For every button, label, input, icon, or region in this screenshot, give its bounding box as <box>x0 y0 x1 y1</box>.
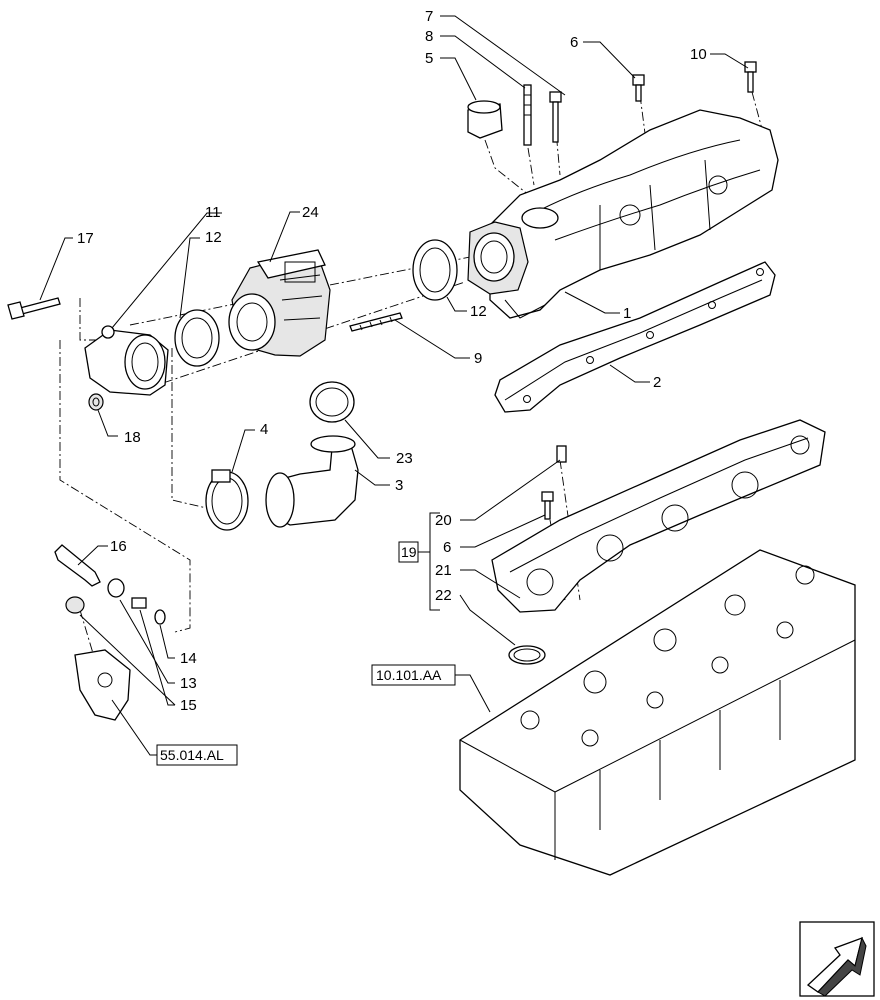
callout-12-left: 12 <box>205 229 222 246</box>
callout-17: 17 <box>77 230 94 247</box>
callout-20: 20 <box>435 512 452 529</box>
callout-11: 11 <box>205 204 221 221</box>
cylinder-head-reference[interactable]: 10.101.AA <box>371 664 456 686</box>
cylinder-head <box>459 549 856 876</box>
callout-5: 5 <box>425 50 433 67</box>
fitting-15 <box>65 596 147 614</box>
intake-hose <box>265 435 359 528</box>
lower-intake-housing <box>491 419 826 613</box>
clamp-4 <box>205 469 249 531</box>
callout-9: 9 <box>474 350 482 367</box>
group-19-box[interactable]: 19 <box>398 541 419 563</box>
callout-2: 2 <box>653 374 661 391</box>
callout-18: 18 <box>124 429 141 446</box>
manifold-gasket <box>494 261 776 413</box>
callout-22: 22 <box>435 587 452 604</box>
stud-20 <box>556 445 567 463</box>
bolt-17 <box>7 297 61 320</box>
callout-24: 24 <box>302 204 319 221</box>
group-19-label: 19 <box>401 544 417 560</box>
stud-9 <box>349 312 403 332</box>
callout-labels: 1 2 3 4 5 6 6 7 8 9 10 11 12 12 13 14 15… <box>77 8 707 714</box>
callout-1: 1 <box>623 305 631 322</box>
callout-10: 10 <box>690 46 707 63</box>
gasket-12-left <box>174 309 220 367</box>
callout-12-right: 12 <box>470 303 487 320</box>
callout-14: 14 <box>180 650 197 667</box>
fitting-14 <box>154 609 166 625</box>
fitting-13 <box>107 578 125 598</box>
cylinder-head-reference-label: 10.101.AA <box>376 667 442 683</box>
callout-15: 15 <box>180 697 197 714</box>
injection-link-reference-label: 55.014.AL <box>160 747 224 763</box>
o-ring-22 <box>508 645 546 665</box>
bolt-10 <box>744 61 757 93</box>
breather-tube-16 <box>54 544 101 587</box>
injection-pump-bracket <box>74 649 131 721</box>
next-page-arrow-icon[interactable] <box>799 921 875 997</box>
throttle-body <box>228 249 331 357</box>
bolt-7 <box>549 91 562 143</box>
callout-6-top: 6 <box>570 34 578 51</box>
callout-7: 7 <box>425 8 433 25</box>
callout-21: 21 <box>435 562 452 579</box>
nut-18 <box>88 393 104 411</box>
stud-8 <box>523 84 532 146</box>
callout-4: 4 <box>260 421 268 438</box>
sleeve-5 <box>467 100 503 139</box>
callout-13: 13 <box>180 675 197 692</box>
intake-elbow <box>84 325 169 396</box>
bolt-6-top <box>632 74 645 102</box>
callout-3: 3 <box>395 477 403 494</box>
clamp-23 <box>309 381 355 423</box>
intake-manifold <box>467 109 779 319</box>
gasket-12-right <box>412 239 458 301</box>
callout-23: 23 <box>396 450 413 467</box>
bolt-6-lower <box>541 491 554 520</box>
callout-8: 8 <box>425 28 433 45</box>
callout-16: 16 <box>110 538 127 555</box>
callout-6-lower: 6 <box>443 539 451 556</box>
injection-link-reference[interactable]: 55.014.AL <box>156 744 238 766</box>
